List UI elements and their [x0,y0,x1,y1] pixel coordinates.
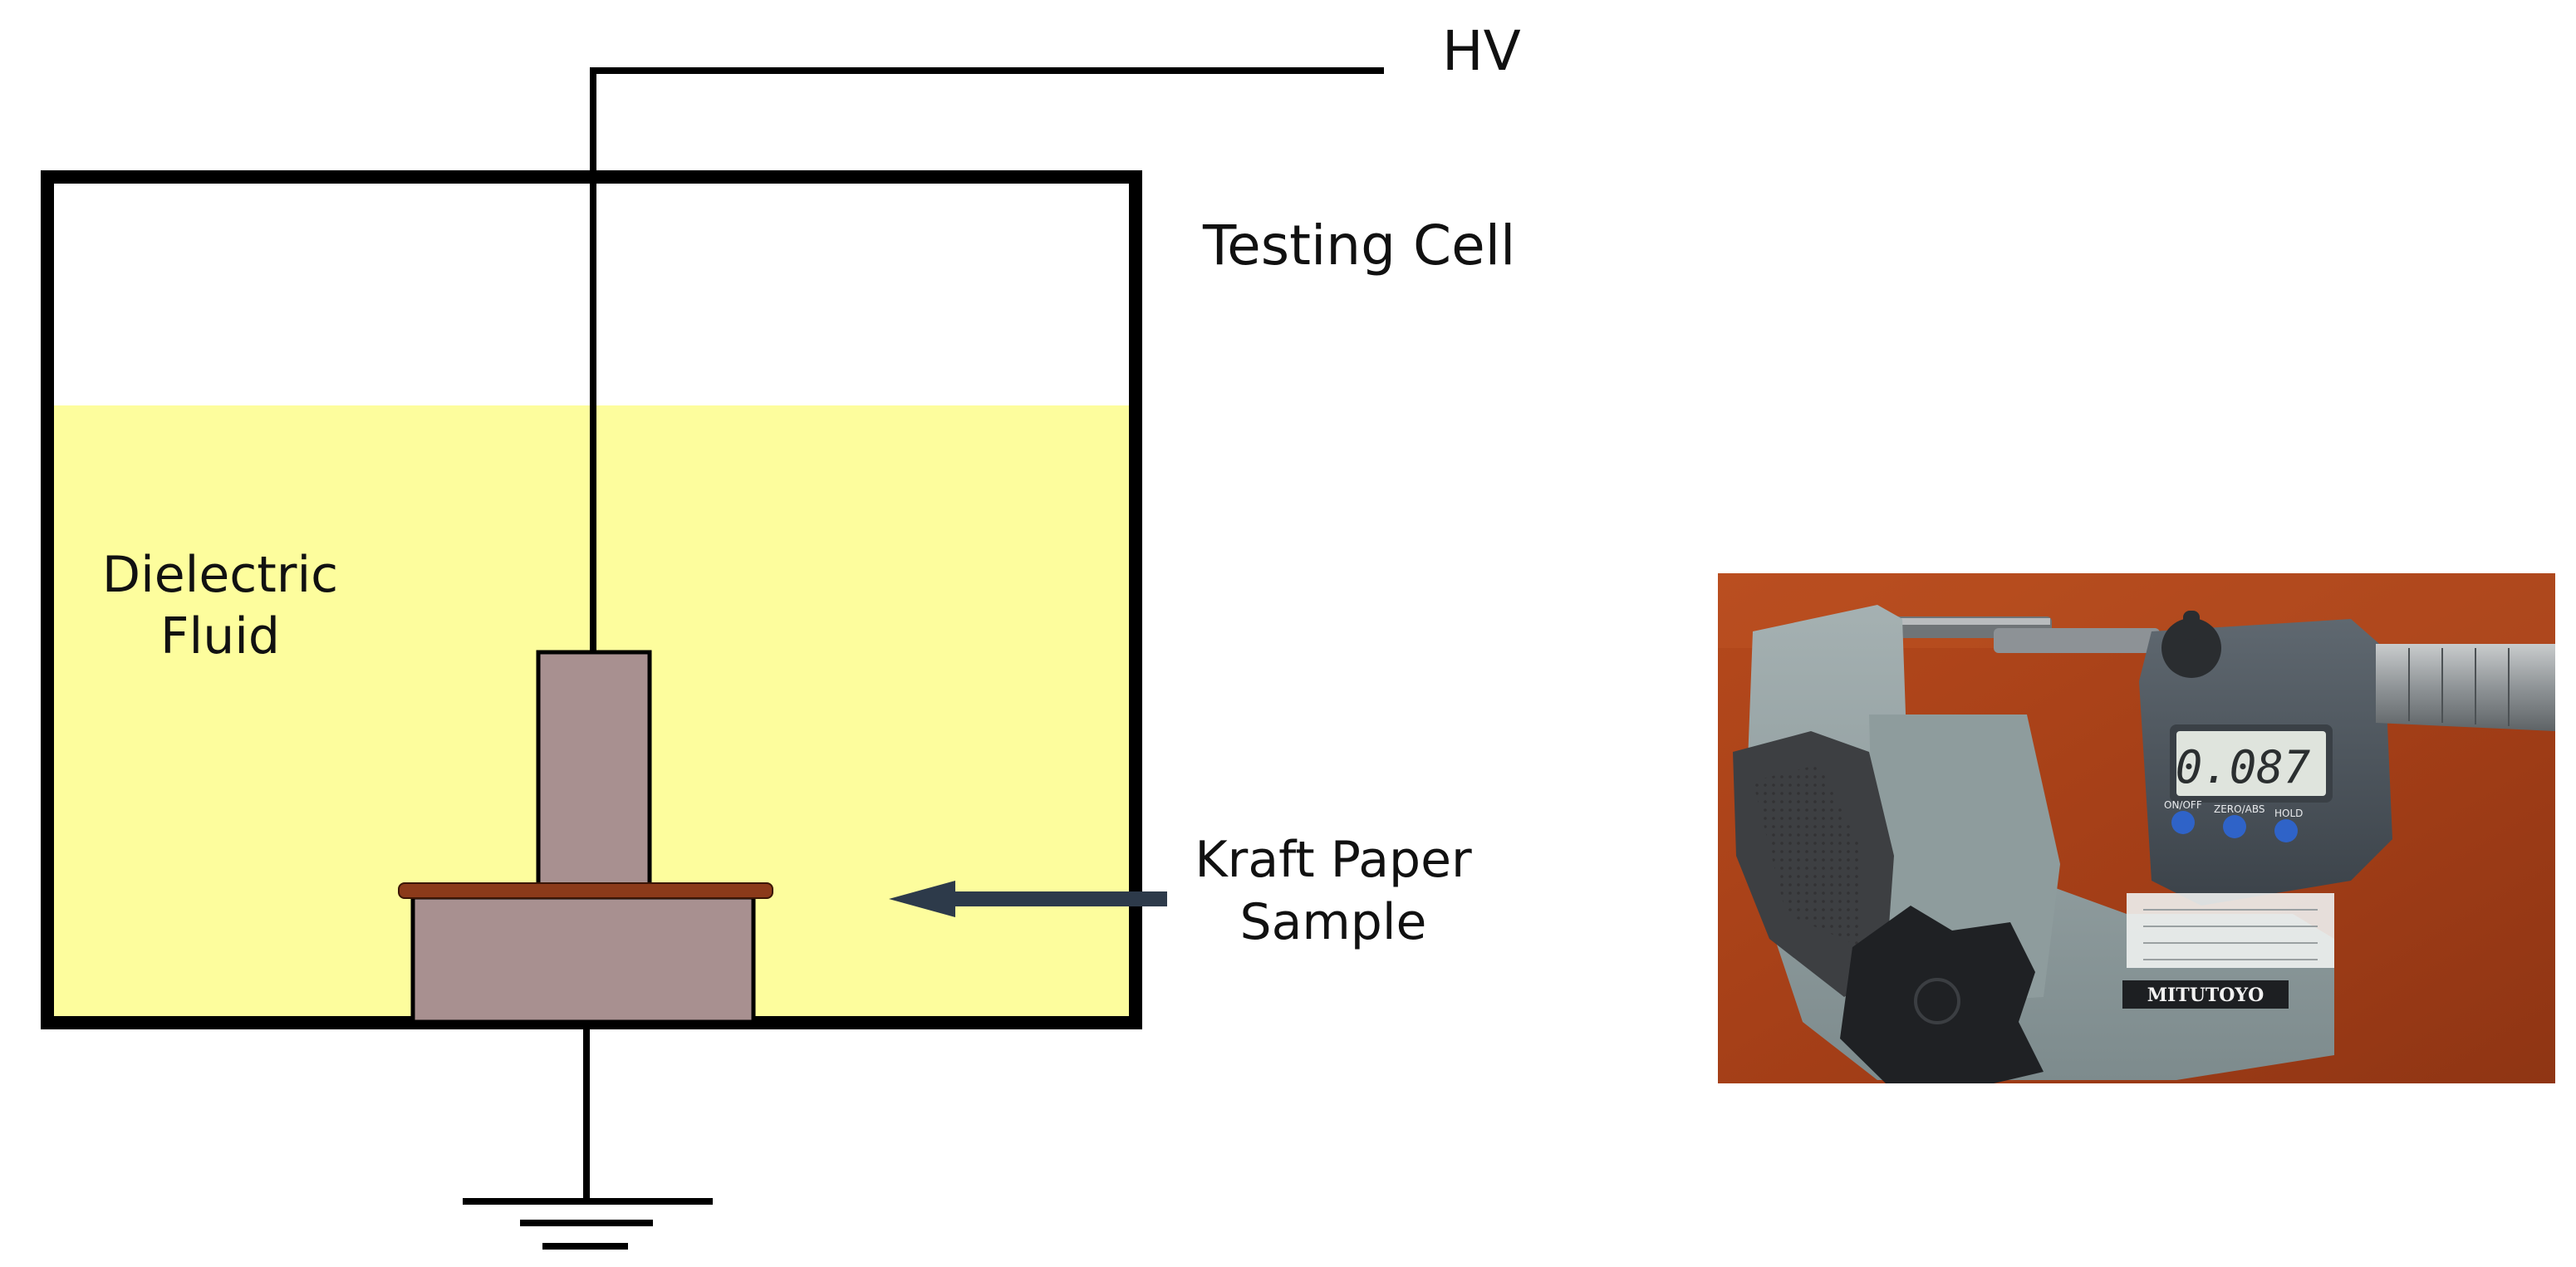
micrometer-display-reading: 0.087 [2176,741,2311,793]
kraft-paper-label-line-2: Sample [1240,893,1427,951]
lower-electrode [410,895,756,1024]
hv-label: HV [1442,19,1521,83]
hold-button-label: HOLD [2274,808,2303,819]
dielectric-fluid-label-line-1: Dielectric [102,546,338,604]
upper-electrode [536,650,652,887]
micrometer-buttons: ON/OFF ZERO/ABS HOLD [2164,799,2303,842]
kraft-paper-sample [398,882,773,899]
micrometer-brand-label: MITUTOYO [2147,985,2264,1006]
kraft-paper-label-line-1: Kraft Paper [1195,831,1472,889]
sample-pointer-arrow [889,881,1167,917]
zero-abs-button-label: ZERO/ABS [2214,803,2264,815]
onoff-button-label: ON/OFF [2164,799,2202,811]
micrometer-photo: 0.087 ON/OFF ZERO/ABS HOLD MITUTO [1718,573,2555,1083]
testing-cell-schematic: HV Testing Cell Dielectric Fluid Kraft P… [41,19,1521,1250]
hv-lead-wire [590,67,1384,652]
ground-icon [463,1198,713,1250]
dielectric-fluid-label-line-2: Fluid [160,607,280,665]
testing-cell-label: Testing Cell [1202,214,1515,277]
